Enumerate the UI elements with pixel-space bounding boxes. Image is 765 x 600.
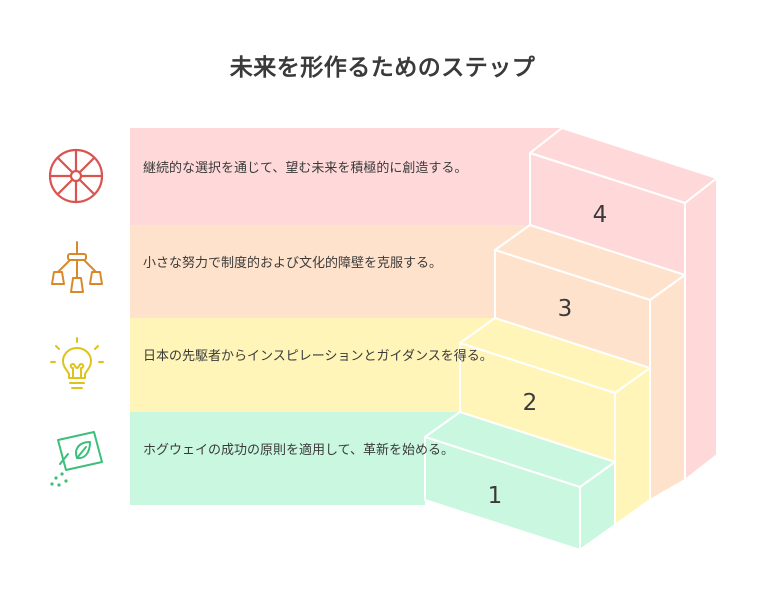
step-1-side: [579, 461, 616, 551]
step-2-number: 2: [523, 390, 538, 416]
lightbulb-icon: [50, 337, 104, 389]
seed-packet-icon: [50, 431, 103, 487]
step-1-block: [130, 411, 616, 551]
step-3-band: [130, 225, 530, 318]
step-2-band: [130, 318, 495, 412]
step-1-text: ホグウェイの成功の原則を適用して、革新を始める。: [143, 443, 454, 458]
step-3-number: 3: [558, 296, 573, 322]
page-title: 未来を形作るためのステップ: [229, 55, 536, 81]
ceiling-lamp-icon: [51, 241, 103, 293]
step-3-side: [649, 274, 686, 501]
step-1-band: [130, 412, 460, 505]
step-2-side: [614, 367, 651, 526]
step-1-number: 1: [488, 483, 503, 509]
step-3-text: 小さな努力で制度的および文化的障壁を克服する。: [143, 256, 443, 271]
step-4-text: 継続的な選択を通じて、望む未来を積極的に創造する。: [143, 161, 468, 176]
step-2-text: 日本の先駆者からインスピレーションとガイダンスを得る。: [143, 349, 493, 364]
ship-wheel-icon: [48, 148, 104, 204]
step-4-number: 4: [593, 202, 608, 228]
step-4-band: [130, 128, 562, 225]
step-4-side: [684, 177, 718, 481]
